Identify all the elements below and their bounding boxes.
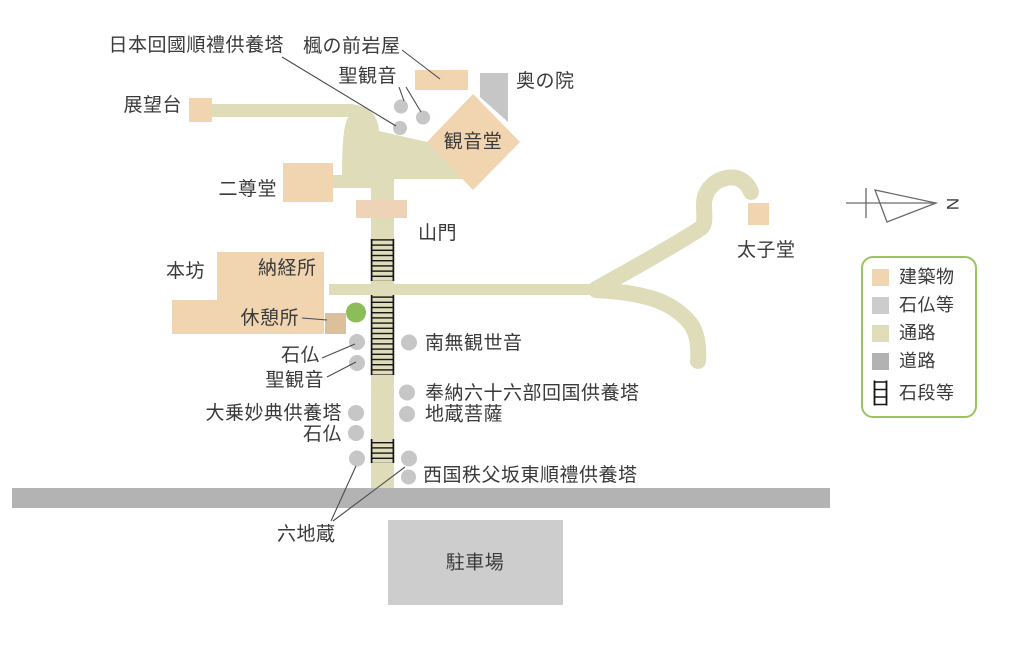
label-tenbodai: 展望台 — [123, 95, 182, 116]
stone-steps-icon — [873, 380, 888, 406]
legend-item-path: 通路 — [872, 324, 965, 342]
compass-north-label: N — [943, 197, 963, 211]
label-nihon-kaikoku-tower: 日本回國順禮供養塔 — [108, 35, 284, 56]
label-taishi-do: 太子堂 — [737, 240, 796, 261]
label-roku-jizo: 六地蔵 — [277, 524, 336, 545]
label-sho-kannon-lower: 聖観音 — [265, 370, 324, 391]
legend-item-stone: 石仏等 — [872, 296, 965, 314]
path-fan-to-kannondo — [342, 104, 464, 179]
path-tenbodai — [210, 104, 353, 117]
path-swatch — [872, 324, 889, 342]
stone-steps-upper — [370, 239, 395, 281]
label-sekibutsu-upper: 石仏 — [280, 345, 320, 366]
road-swatch — [872, 352, 889, 370]
label-jizo-bosatsu: 地蔵菩薩 — [425, 404, 504, 425]
label-nokyosho: 納経所 — [258, 258, 317, 279]
label-hono-rokujurokubu: 奉納六十六部回国供養塔 — [425, 383, 640, 404]
green-spot-marker — [346, 302, 366, 323]
legend-label-path: 通路 — [899, 323, 936, 343]
saigoku-marker — [401, 469, 416, 485]
stone-steps-lower — [370, 439, 395, 463]
path-stub-nisondo — [333, 175, 375, 188]
path-mid-horizontal — [329, 284, 597, 295]
leader-lines — [281, 49, 441, 522]
honbo-nokyosho-building — [172, 252, 324, 334]
label-honbo: 本坊 — [166, 261, 206, 282]
tenbodai-building — [189, 98, 212, 122]
sekibutsu-upper-marker — [349, 334, 365, 350]
legend-label-stone: 石仏等 — [899, 295, 955, 315]
parking-lot — [388, 520, 563, 605]
legend-label-building: 建築物 — [899, 267, 955, 287]
building-swatch — [872, 268, 889, 286]
jizo-bosatsu-marker — [399, 406, 415, 422]
sho-kannon-upper-marker-1 — [394, 99, 408, 114]
map-legend: 建築物 石仏等 通路 道路 石段等 — [861, 256, 977, 418]
legend-label-road: 道路 — [899, 351, 936, 371]
kannon-do-building — [427, 94, 520, 190]
legend-item-building: 建築物 — [872, 268, 965, 286]
roku-jizo-marker-right — [401, 450, 417, 467]
daijo-myoten-marker — [348, 405, 364, 421]
label-nison-do: 二尊堂 — [218, 179, 277, 200]
label-kannon-do: 観音堂 — [443, 131, 503, 153]
sanmon-gate — [356, 200, 407, 218]
nihon-kaikoku-marker — [393, 121, 407, 135]
legend-item-road: 道路 — [872, 352, 965, 370]
roku-jizo-marker-left — [349, 450, 365, 467]
compass-icon — [846, 188, 939, 223]
label-chushajo: 駐車場 — [445, 552, 505, 574]
legend-item-steps: 石段等 — [872, 380, 965, 406]
nison-do-building — [283, 163, 333, 202]
kaede-iwaya-building — [415, 70, 468, 90]
label-namu-kanzeon: 南無観世音 — [425, 333, 523, 354]
stone-markers — [348, 99, 430, 485]
taishi-do-building — [748, 203, 769, 225]
namu-kanzeon-marker — [401, 334, 417, 351]
road — [12, 488, 830, 508]
sho-kannon-upper-marker-2 — [416, 110, 430, 125]
path-branch-lower — [588, 282, 707, 369]
label-kyukeisho: 休憩所 — [240, 308, 299, 329]
stone-swatch — [872, 296, 889, 314]
label-kaede-iwaya: 楓の前岩屋 — [303, 36, 401, 57]
kyukeisho-building — [325, 313, 346, 334]
sekibutsu-lower-marker — [348, 425, 364, 441]
legend-label-steps: 石段等 — [899, 383, 955, 403]
label-sekibutsu-lower: 石仏 — [302, 424, 342, 445]
oku-no-in-structure — [480, 73, 508, 122]
label-sanmon: 山門 — [418, 223, 458, 244]
label-daijo-myoten: 大乗妙典供養塔 — [205, 403, 342, 424]
label-saigoku-chichibu: 西国秩父坂東順禮供養塔 — [423, 465, 638, 486]
label-sho-kannon-upper: 聖観音 — [338, 66, 397, 87]
stone-steps-middle — [370, 295, 395, 375]
sho-kannon-lower-marker — [349, 355, 365, 371]
hono-rokujurokubu-marker — [399, 384, 415, 401]
label-oku-no-in: 奥の院 — [516, 71, 575, 92]
path-branch-taishido — [588, 169, 759, 297]
